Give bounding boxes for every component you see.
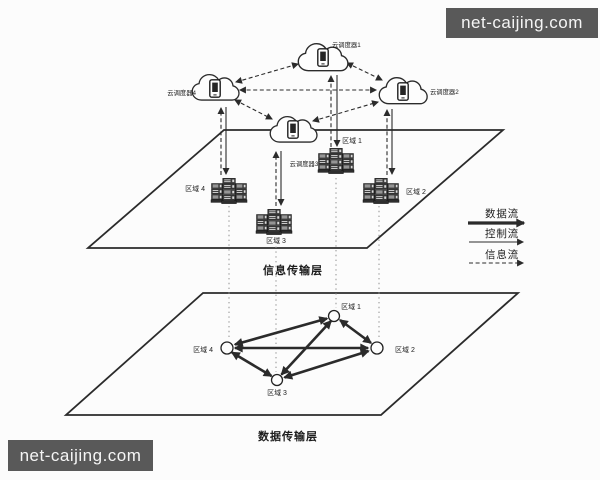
watermark-bottom-left: net-caijing.com xyxy=(8,440,153,471)
upper-region-1-label: 区域 1 xyxy=(342,136,362,145)
cloud-scheduler-2-label: 云调度器2 xyxy=(430,87,459,96)
cloud-scheduler-4: 云调度器4 xyxy=(167,73,240,101)
lower-region-node-4 xyxy=(220,341,234,355)
data-flow-edges xyxy=(230,316,373,380)
data-layer-label: 数据传输层 xyxy=(258,429,318,443)
lower-region-nodes xyxy=(220,309,384,387)
upper-region-2: 区域 2 xyxy=(363,178,426,203)
cloud-scheduler-2: 云调度器2 xyxy=(378,77,459,105)
lower-region-1-label: 区域 1 xyxy=(341,302,361,311)
phone-icon xyxy=(287,120,299,139)
data-flow-edge-4-3 xyxy=(230,351,273,378)
info-layer-label: 信息传输层 xyxy=(263,263,323,277)
layer-connectors xyxy=(228,178,380,372)
cloud-scheduler-4-label: 云调度器4 xyxy=(167,88,196,97)
info-flow-link-3-2 xyxy=(311,100,380,123)
upper-region-3: 区域 3 xyxy=(256,209,292,245)
data-flow-edge-1-2 xyxy=(338,318,373,345)
info-flow-link-1-2 xyxy=(346,62,383,81)
lower-region-node-2 xyxy=(370,341,384,355)
info-flow-link-4-3 xyxy=(234,99,273,120)
phone-icon xyxy=(397,82,409,101)
legend: 数据流 控制流 信息流 xyxy=(468,207,526,267)
lower-region-node-1 xyxy=(327,309,341,323)
lower-region-node-3 xyxy=(270,373,284,387)
lower-plane xyxy=(63,292,521,416)
cloud-scheduler-1-label: 云调度器1 xyxy=(332,40,361,49)
cloud-scheduler-1: 云调度器1 xyxy=(297,40,361,72)
cloud-region-links xyxy=(217,74,396,207)
inter-cloud-links xyxy=(234,62,383,123)
upper-region-4: 区域 4 xyxy=(185,178,247,203)
data-flow-edge-1-3 xyxy=(280,320,332,376)
upper-region-4-label: 区域 4 xyxy=(185,184,205,193)
cloud-scheduler-3: 云调度器3 xyxy=(269,115,319,168)
legend-control-flow-label: 控制流 xyxy=(485,227,519,240)
upper-region-3-label: 区域 3 xyxy=(266,236,286,245)
phone-icon xyxy=(209,79,221,98)
watermark-top-right: net-caijing.com xyxy=(446,8,598,38)
upper-region-1: 区域 1 xyxy=(318,136,362,174)
info-flow-link-4-1 xyxy=(234,62,300,84)
phone-icon xyxy=(317,48,329,67)
lower-region-3-label: 区域 3 xyxy=(267,388,287,397)
legend-data-flow-label: 数据流 xyxy=(485,207,519,220)
lower-region-2-label: 区域 2 xyxy=(395,345,415,354)
legend-info-flow-label: 信息流 xyxy=(485,248,519,261)
upper-plane xyxy=(85,129,506,249)
upper-region-2-label: 区域 2 xyxy=(406,187,426,196)
cloud-scheduler-3-label: 云调度器3 xyxy=(290,159,319,168)
lower-region-4-label: 区域 4 xyxy=(193,345,213,354)
